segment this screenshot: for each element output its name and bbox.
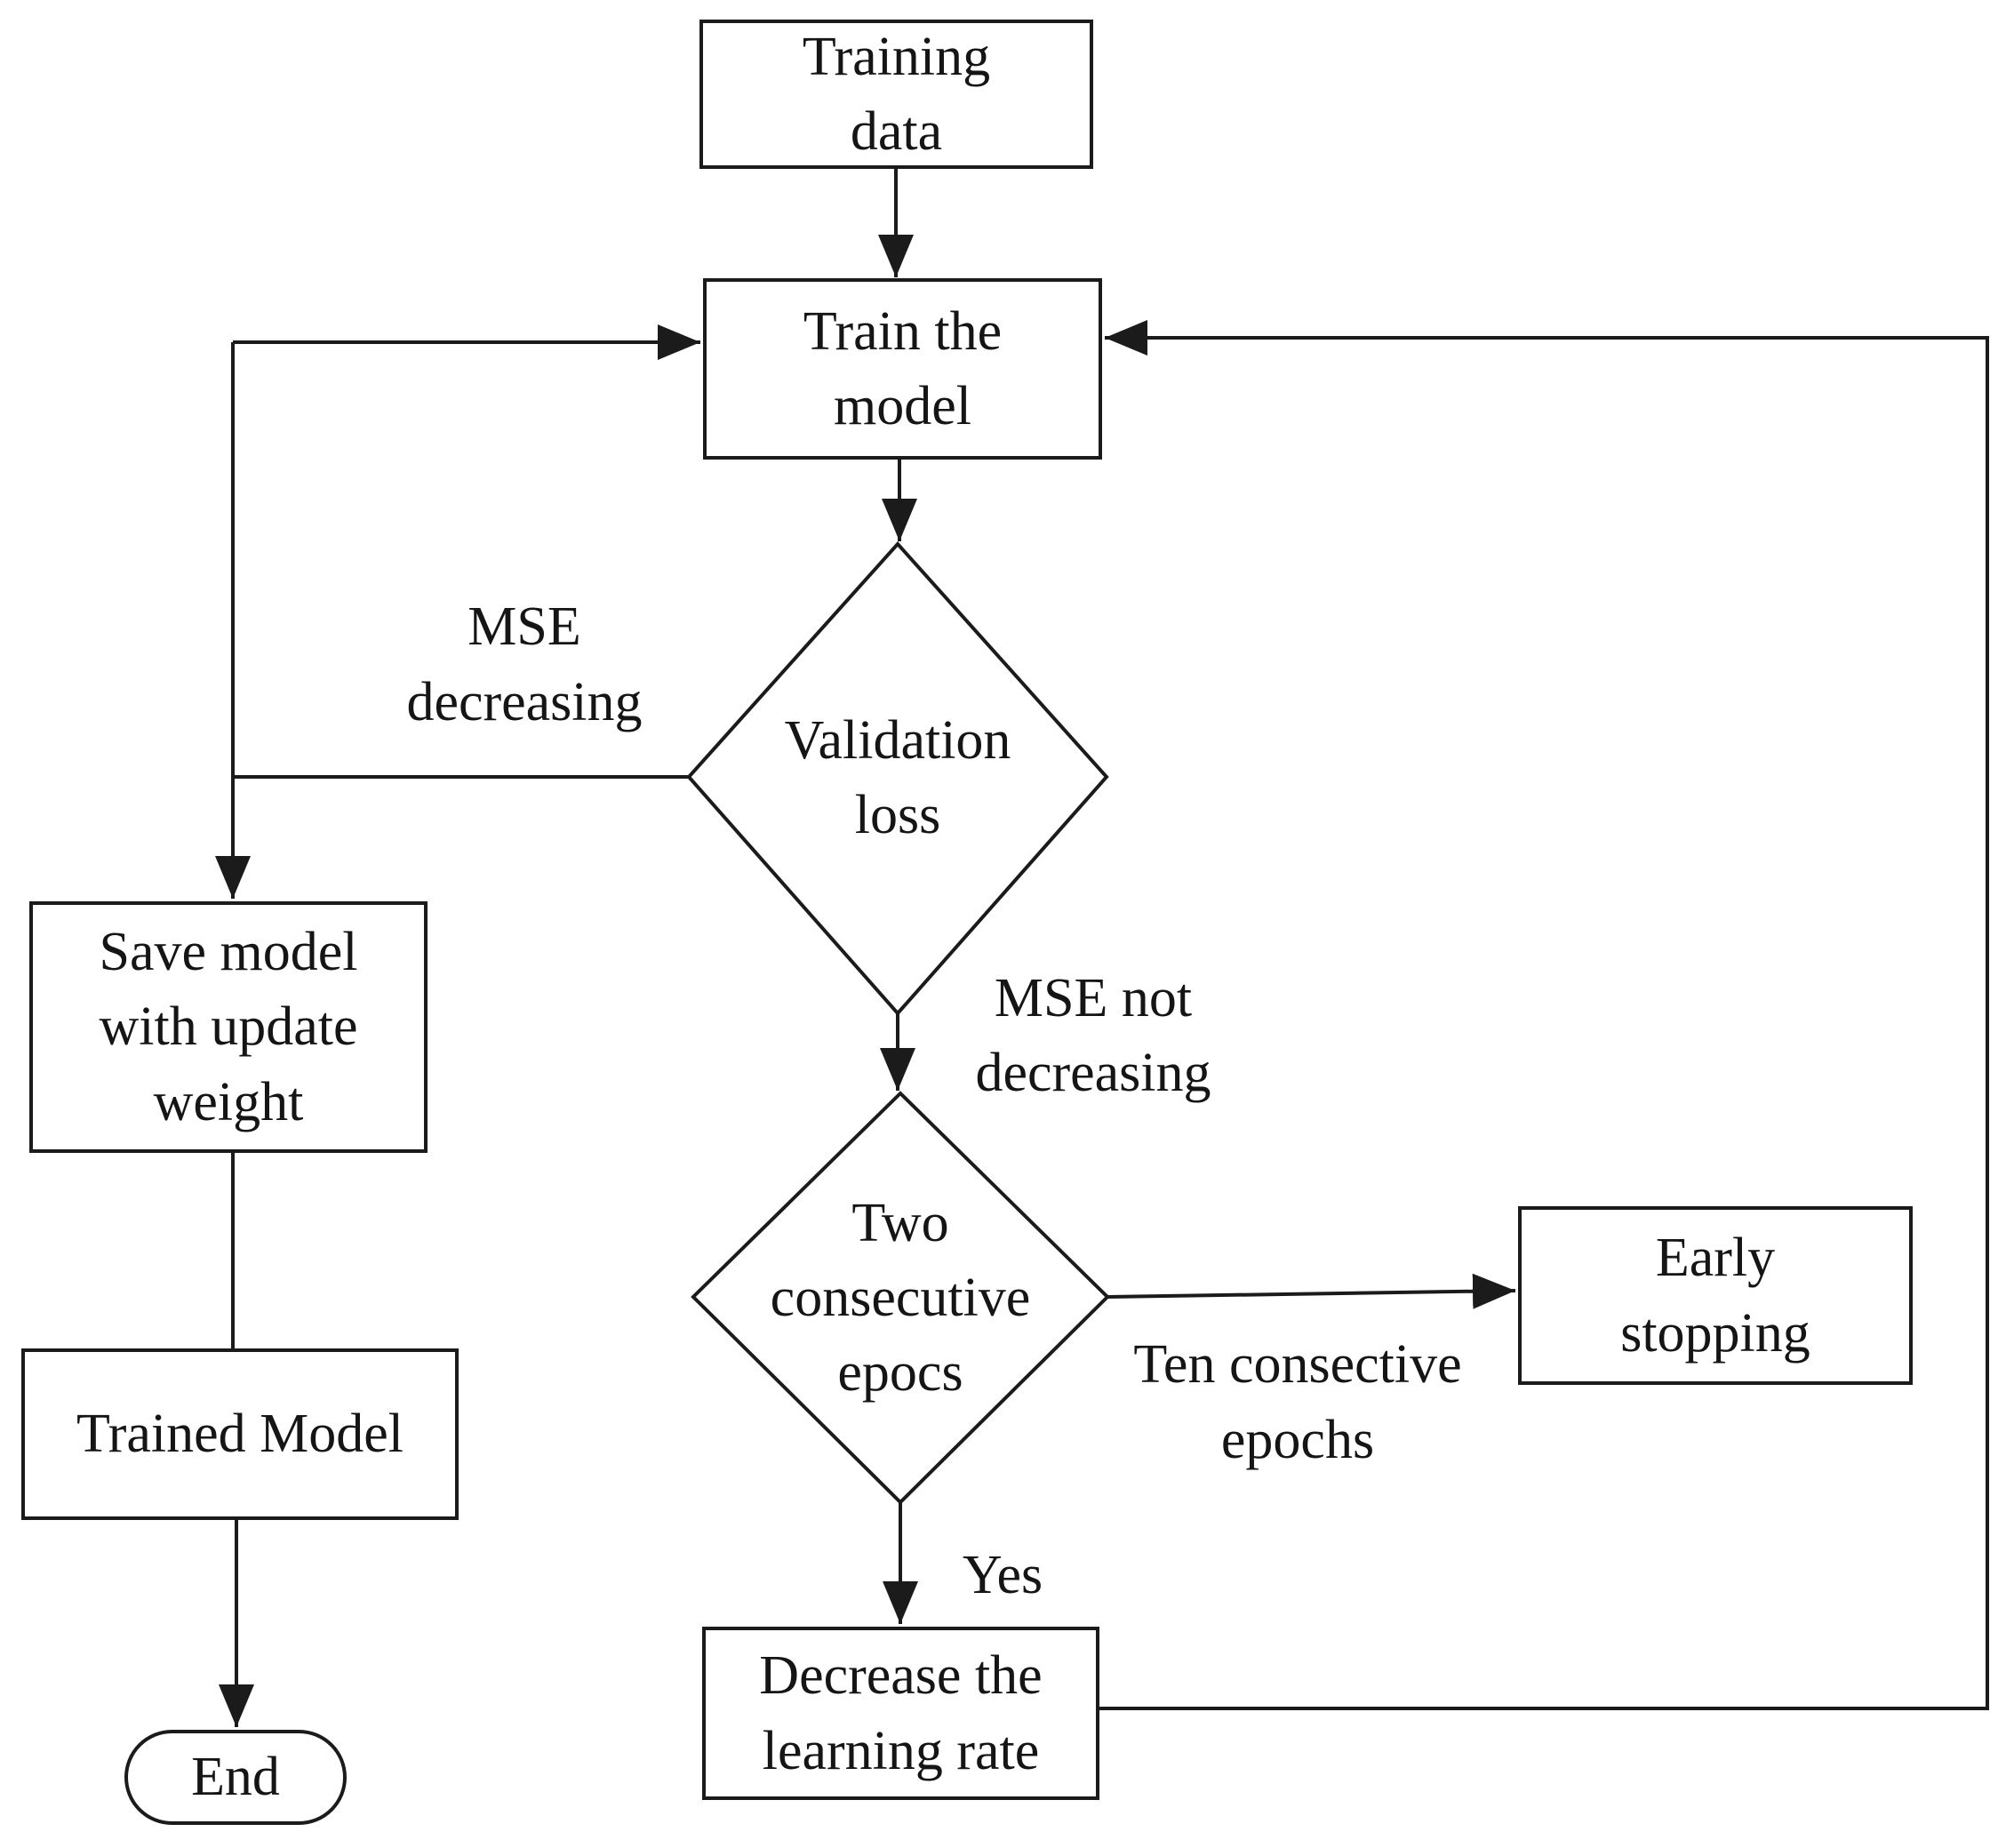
edge-decrease-lr-loop-to-train-model xyxy=(1099,320,1989,1710)
node-training-data: Training data xyxy=(699,20,1093,169)
edge-label-mse-decreasing: MSE decreasing xyxy=(406,596,643,732)
node-train-the-model: Train the model xyxy=(703,278,1102,460)
node-early-stopping: Early stopping xyxy=(1518,1206,1913,1385)
node-save-model-with-update-weight: Save model with update weight xyxy=(29,901,428,1153)
node-validation-loss-diamond xyxy=(686,541,1109,1017)
node-two-consecutive-epochs-label: Two consecutive epocs xyxy=(770,1192,1031,1404)
edge-label-mse-not-decreasing: MSE not decreasing xyxy=(975,967,1211,1103)
edge-label-yes: Yes xyxy=(962,1544,1043,1605)
node-decrease-the-learning-rate: Decrease the learning rate xyxy=(702,1627,1099,1800)
edge-two-epochs-to-early-stopping xyxy=(1107,1273,1516,1309)
edge-label-ten-consecutive-epochs: Ten consective epochs xyxy=(1133,1334,1462,1470)
node-two-consecutive-epochs-diamond xyxy=(691,1091,1110,1505)
node-trained-model: Trained Model xyxy=(21,1348,459,1520)
node-end: End xyxy=(124,1730,347,1825)
node-validation-loss-label: Validation loss xyxy=(784,709,1011,845)
